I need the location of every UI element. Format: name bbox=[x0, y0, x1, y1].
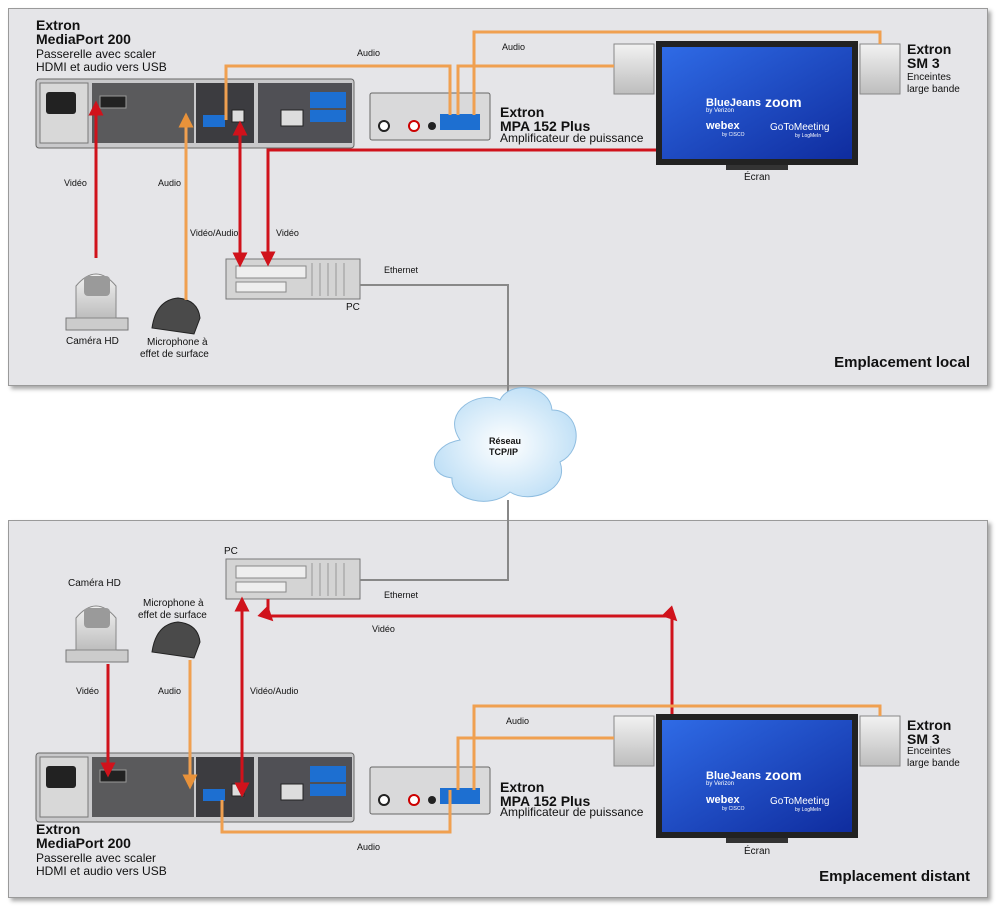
remote-gotomeeting-sub: by LogMeIn bbox=[795, 807, 822, 813]
remote-bluejeans-logo: BlueJeans bbox=[706, 770, 762, 782]
remote-mic-label-2: effet de surface bbox=[138, 610, 207, 621]
remote-amp-desc: Amplificateur de puissance bbox=[500, 805, 644, 819]
local-pc-label: PC bbox=[346, 302, 360, 313]
remote-ethernet-label: Ethernet bbox=[384, 590, 419, 600]
local-webex-logo: webex bbox=[706, 120, 740, 132]
remote-camera-label: Caméra HD bbox=[68, 578, 121, 589]
local-pc-video-label: Vidéo bbox=[276, 228, 299, 238]
remote-mediaport-model: MediaPort 200 bbox=[36, 835, 131, 851]
local-camera-label: Caméra HD bbox=[66, 336, 119, 347]
local-pc bbox=[225, 258, 361, 300]
local-mic-label-2: effet de surface bbox=[140, 349, 209, 360]
local-mediaport-desc-2: HDMI et audio vers USB bbox=[36, 60, 167, 74]
remote-amp-model: MPA 152 Plus bbox=[500, 793, 591, 809]
remote-speaker-model: SM 3 bbox=[907, 731, 940, 747]
local-zoom-logo: zoom bbox=[765, 94, 802, 110]
local-speaker-right bbox=[859, 43, 901, 95]
remote-amp-brand: Extron bbox=[500, 779, 545, 795]
remote-mediaport-desc-2: HDMI et audio vers USB bbox=[36, 864, 167, 878]
remote-speaker-desc-2: large bande bbox=[907, 758, 960, 769]
local-microphone bbox=[151, 297, 201, 335]
remote-mic-label-1: Microphone à bbox=[143, 598, 204, 609]
remote-spk-audio-label: Audio bbox=[506, 716, 530, 726]
local-pc-videoaudio-label: Vidéo/Audio bbox=[190, 228, 239, 238]
remote-speaker-left bbox=[613, 715, 655, 767]
local-spk-audio-label: Audio bbox=[502, 42, 526, 52]
local-speaker-brand: Extron bbox=[907, 41, 952, 57]
local-gotomeeting-logo: GoToMeeting bbox=[770, 122, 830, 133]
remote-pc bbox=[225, 558, 361, 600]
local-screen bbox=[656, 41, 858, 170]
remote-zoom-logo: zoom bbox=[765, 767, 802, 783]
remote-microphone bbox=[151, 621, 201, 659]
local-speaker-desc-2: large bande bbox=[907, 84, 960, 95]
local-amp-model: MPA 152 Plus bbox=[500, 118, 591, 134]
remote-screen bbox=[656, 714, 858, 843]
local-mediaport-device bbox=[35, 78, 355, 149]
remote-webex-sub: by CISCO bbox=[722, 806, 745, 812]
local-ethernet-label: Ethernet bbox=[384, 265, 419, 275]
remote-pc-video-label: Vidéo bbox=[372, 624, 395, 634]
network-label-1: Réseau bbox=[489, 436, 522, 446]
local-mediaport-model: MediaPort 200 bbox=[36, 31, 131, 47]
local-bluejeans-logo: BlueJeans bbox=[706, 97, 762, 109]
remote-mediaport-desc-1: Passerelle avec scaler bbox=[36, 851, 157, 865]
remote-webex-logo: webex bbox=[706, 794, 740, 806]
local-mic-audio-label: Audio bbox=[158, 178, 182, 188]
remote-screen-label: Écran bbox=[744, 846, 771, 857]
local-speaker-left bbox=[613, 43, 655, 95]
local-bluejeans-sub: by Verizon bbox=[706, 108, 735, 114]
remote-location-label: Emplacement distant bbox=[819, 868, 970, 885]
remote-speaker-right bbox=[859, 715, 901, 767]
network-label-2: TCP/IP bbox=[489, 447, 519, 457]
remote-pc-videoaudio-label: Vidéo/Audio bbox=[250, 686, 299, 696]
remote-speaker-brand: Extron bbox=[907, 717, 952, 733]
remote-mediaport-brand: Extron bbox=[36, 821, 81, 837]
local-amp-audio-label: Audio bbox=[357, 48, 381, 58]
local-location-label: Emplacement local bbox=[834, 354, 970, 371]
local-screen-label: Écran bbox=[744, 172, 771, 183]
network-cloud bbox=[434, 387, 577, 502]
local-mic-label-1: Microphone à bbox=[147, 337, 208, 348]
local-amp-device bbox=[369, 92, 491, 141]
remote-gotomeeting-logo: GoToMeeting bbox=[770, 796, 830, 807]
remote-mediaport-device bbox=[35, 752, 355, 823]
local-camera bbox=[65, 273, 129, 331]
local-speaker-desc-1: Enceintes bbox=[907, 72, 951, 83]
local-webex-sub: by CISCO bbox=[722, 132, 745, 138]
remote-amp-device bbox=[369, 766, 491, 815]
local-speaker-model: SM 3 bbox=[907, 55, 940, 71]
local-gotomeeting-sub: by LogMeIn bbox=[795, 133, 822, 139]
local-mediaport-brand: Extron bbox=[36, 17, 81, 33]
local-amp-brand: Extron bbox=[500, 104, 545, 120]
local-mediaport-desc-1: Passerelle avec scaler bbox=[36, 47, 157, 61]
remote-pc-label: PC bbox=[224, 546, 238, 557]
remote-speaker-desc-1: Enceintes bbox=[907, 746, 951, 757]
remote-mic-audio-label: Audio bbox=[158, 686, 182, 696]
remote-amp-audio-label: Audio bbox=[357, 842, 381, 852]
remote-bluejeans-sub: by Verizon bbox=[706, 781, 735, 787]
local-cam-video-label: Vidéo bbox=[64, 178, 87, 188]
local-amp-desc: Amplificateur de puissance bbox=[500, 131, 644, 145]
remote-camera bbox=[65, 605, 129, 663]
remote-cam-video-label: Vidéo bbox=[76, 686, 99, 696]
